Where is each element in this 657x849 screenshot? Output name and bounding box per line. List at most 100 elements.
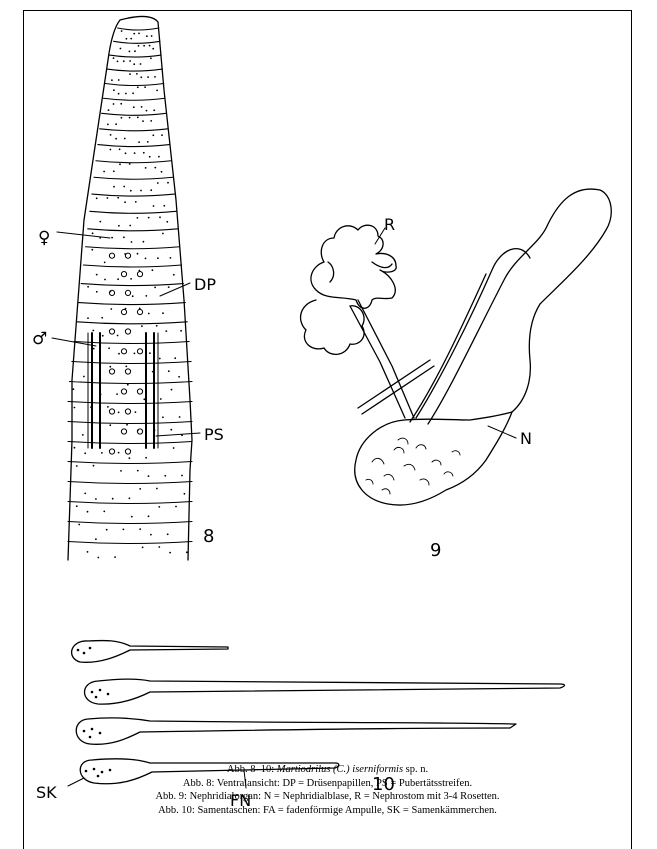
stipple-dot xyxy=(167,533,169,535)
stipple-dot xyxy=(97,557,99,559)
stipple-dot xyxy=(129,73,131,75)
stipple-dot xyxy=(93,465,95,467)
caption-line-3: Abb. 9: Nephridialorgan: N = Nephridialb… xyxy=(23,790,632,804)
label-ps: PS xyxy=(204,425,224,444)
stipple-dot xyxy=(99,221,101,223)
stipple-dot xyxy=(109,424,111,426)
stipple-dot xyxy=(158,546,160,548)
papilla xyxy=(109,329,114,334)
stipple-dot xyxy=(152,134,154,136)
stipple-dot xyxy=(158,506,160,508)
segment-furrow xyxy=(72,362,191,364)
stipple-dot xyxy=(139,528,141,530)
papilla xyxy=(121,349,126,354)
stipple-dot xyxy=(153,205,155,207)
stipple-dot xyxy=(121,117,123,119)
stipple-dot xyxy=(186,551,188,553)
worm-body-outline xyxy=(68,16,192,560)
caption-line-2: Abb. 8: Ventralansicht: DP = Drüsenpapil… xyxy=(23,777,632,791)
label-r: R xyxy=(384,215,395,234)
stipple-dot xyxy=(141,325,143,327)
nephrostome-lobe xyxy=(301,300,365,354)
stipple-dot xyxy=(84,493,86,495)
segment-furrow xyxy=(68,542,192,544)
stipple-dot xyxy=(149,156,151,158)
segment-furrow xyxy=(118,28,159,30)
stipple-dot xyxy=(135,201,137,203)
stipple-dot xyxy=(165,330,167,332)
segment-furrow xyxy=(92,194,175,196)
segment-furrow xyxy=(102,113,167,115)
stipple-dot xyxy=(126,424,128,426)
segment-furrow xyxy=(96,161,171,163)
papilla xyxy=(109,253,114,258)
segment-furrow xyxy=(68,442,192,444)
stipple-dot xyxy=(124,201,126,203)
stipple-dot xyxy=(125,152,127,154)
segment-furrow xyxy=(94,177,173,179)
papilla xyxy=(137,389,142,394)
stipple-dot xyxy=(147,141,149,143)
segment-furrow xyxy=(81,284,183,286)
stipple-dot xyxy=(145,167,147,169)
papilla xyxy=(125,449,130,454)
stipple-dot xyxy=(87,511,89,513)
stipple-dot xyxy=(169,552,171,554)
stipple-dot xyxy=(108,347,110,349)
stipple-dot xyxy=(117,278,119,280)
stipple-dot xyxy=(76,465,78,467)
stipple-dot xyxy=(132,295,134,297)
stipple-dot xyxy=(123,236,125,238)
bladder-inner-texture xyxy=(366,438,460,494)
papilla xyxy=(109,369,114,374)
stipple-dot xyxy=(118,79,120,81)
stipple-dot xyxy=(146,35,148,37)
stipple-dot xyxy=(73,388,75,390)
stipple-dot xyxy=(123,60,125,62)
stipple-dot xyxy=(159,216,161,218)
stipple-dot xyxy=(113,186,115,188)
stipple-dot xyxy=(110,149,112,151)
stipple-dot xyxy=(107,406,109,408)
nephridial-tubule xyxy=(410,189,611,424)
stipple-dot xyxy=(118,353,120,355)
male-pore-label: ♂ xyxy=(32,329,47,349)
segment-furrow xyxy=(68,422,192,424)
stipple-dot xyxy=(184,493,186,495)
stipple-dot xyxy=(103,511,105,513)
stipple-dot xyxy=(173,274,175,276)
fig8-leader-lines xyxy=(52,232,200,436)
papilla xyxy=(121,309,126,314)
stipple-dot xyxy=(118,452,120,454)
stipple-dot xyxy=(109,366,111,368)
stipple-dot xyxy=(76,505,78,507)
stipple-dot xyxy=(120,470,122,472)
stipple-dot xyxy=(101,452,103,454)
stipple-dot xyxy=(150,189,152,191)
stipple-dot xyxy=(74,407,76,409)
stipple-dot xyxy=(179,416,181,418)
stipple-dot xyxy=(120,48,122,50)
nephrostome-rosette xyxy=(311,225,396,308)
stipple-dot xyxy=(138,141,140,143)
stipple-dot xyxy=(142,120,144,122)
stipple-dot xyxy=(87,317,89,319)
stipple-dot xyxy=(150,57,152,59)
stipple-dot xyxy=(113,103,115,105)
stipple-dot xyxy=(167,182,169,184)
papilla xyxy=(125,290,130,295)
segment-furrow xyxy=(83,265,181,267)
stipple-dot xyxy=(149,45,151,47)
segment-furrow xyxy=(68,402,192,404)
stipple-dot xyxy=(117,61,119,63)
stipple-dot xyxy=(107,124,109,126)
stipple-dot xyxy=(159,358,161,360)
papilla xyxy=(137,309,142,314)
papilla xyxy=(125,409,130,414)
stipple-dot xyxy=(162,233,164,235)
stipple-dot xyxy=(129,225,131,227)
stipple-dot xyxy=(91,249,93,251)
stipple-dot xyxy=(164,475,166,477)
stipple-dot xyxy=(150,534,152,536)
stipple-dot xyxy=(130,190,132,192)
